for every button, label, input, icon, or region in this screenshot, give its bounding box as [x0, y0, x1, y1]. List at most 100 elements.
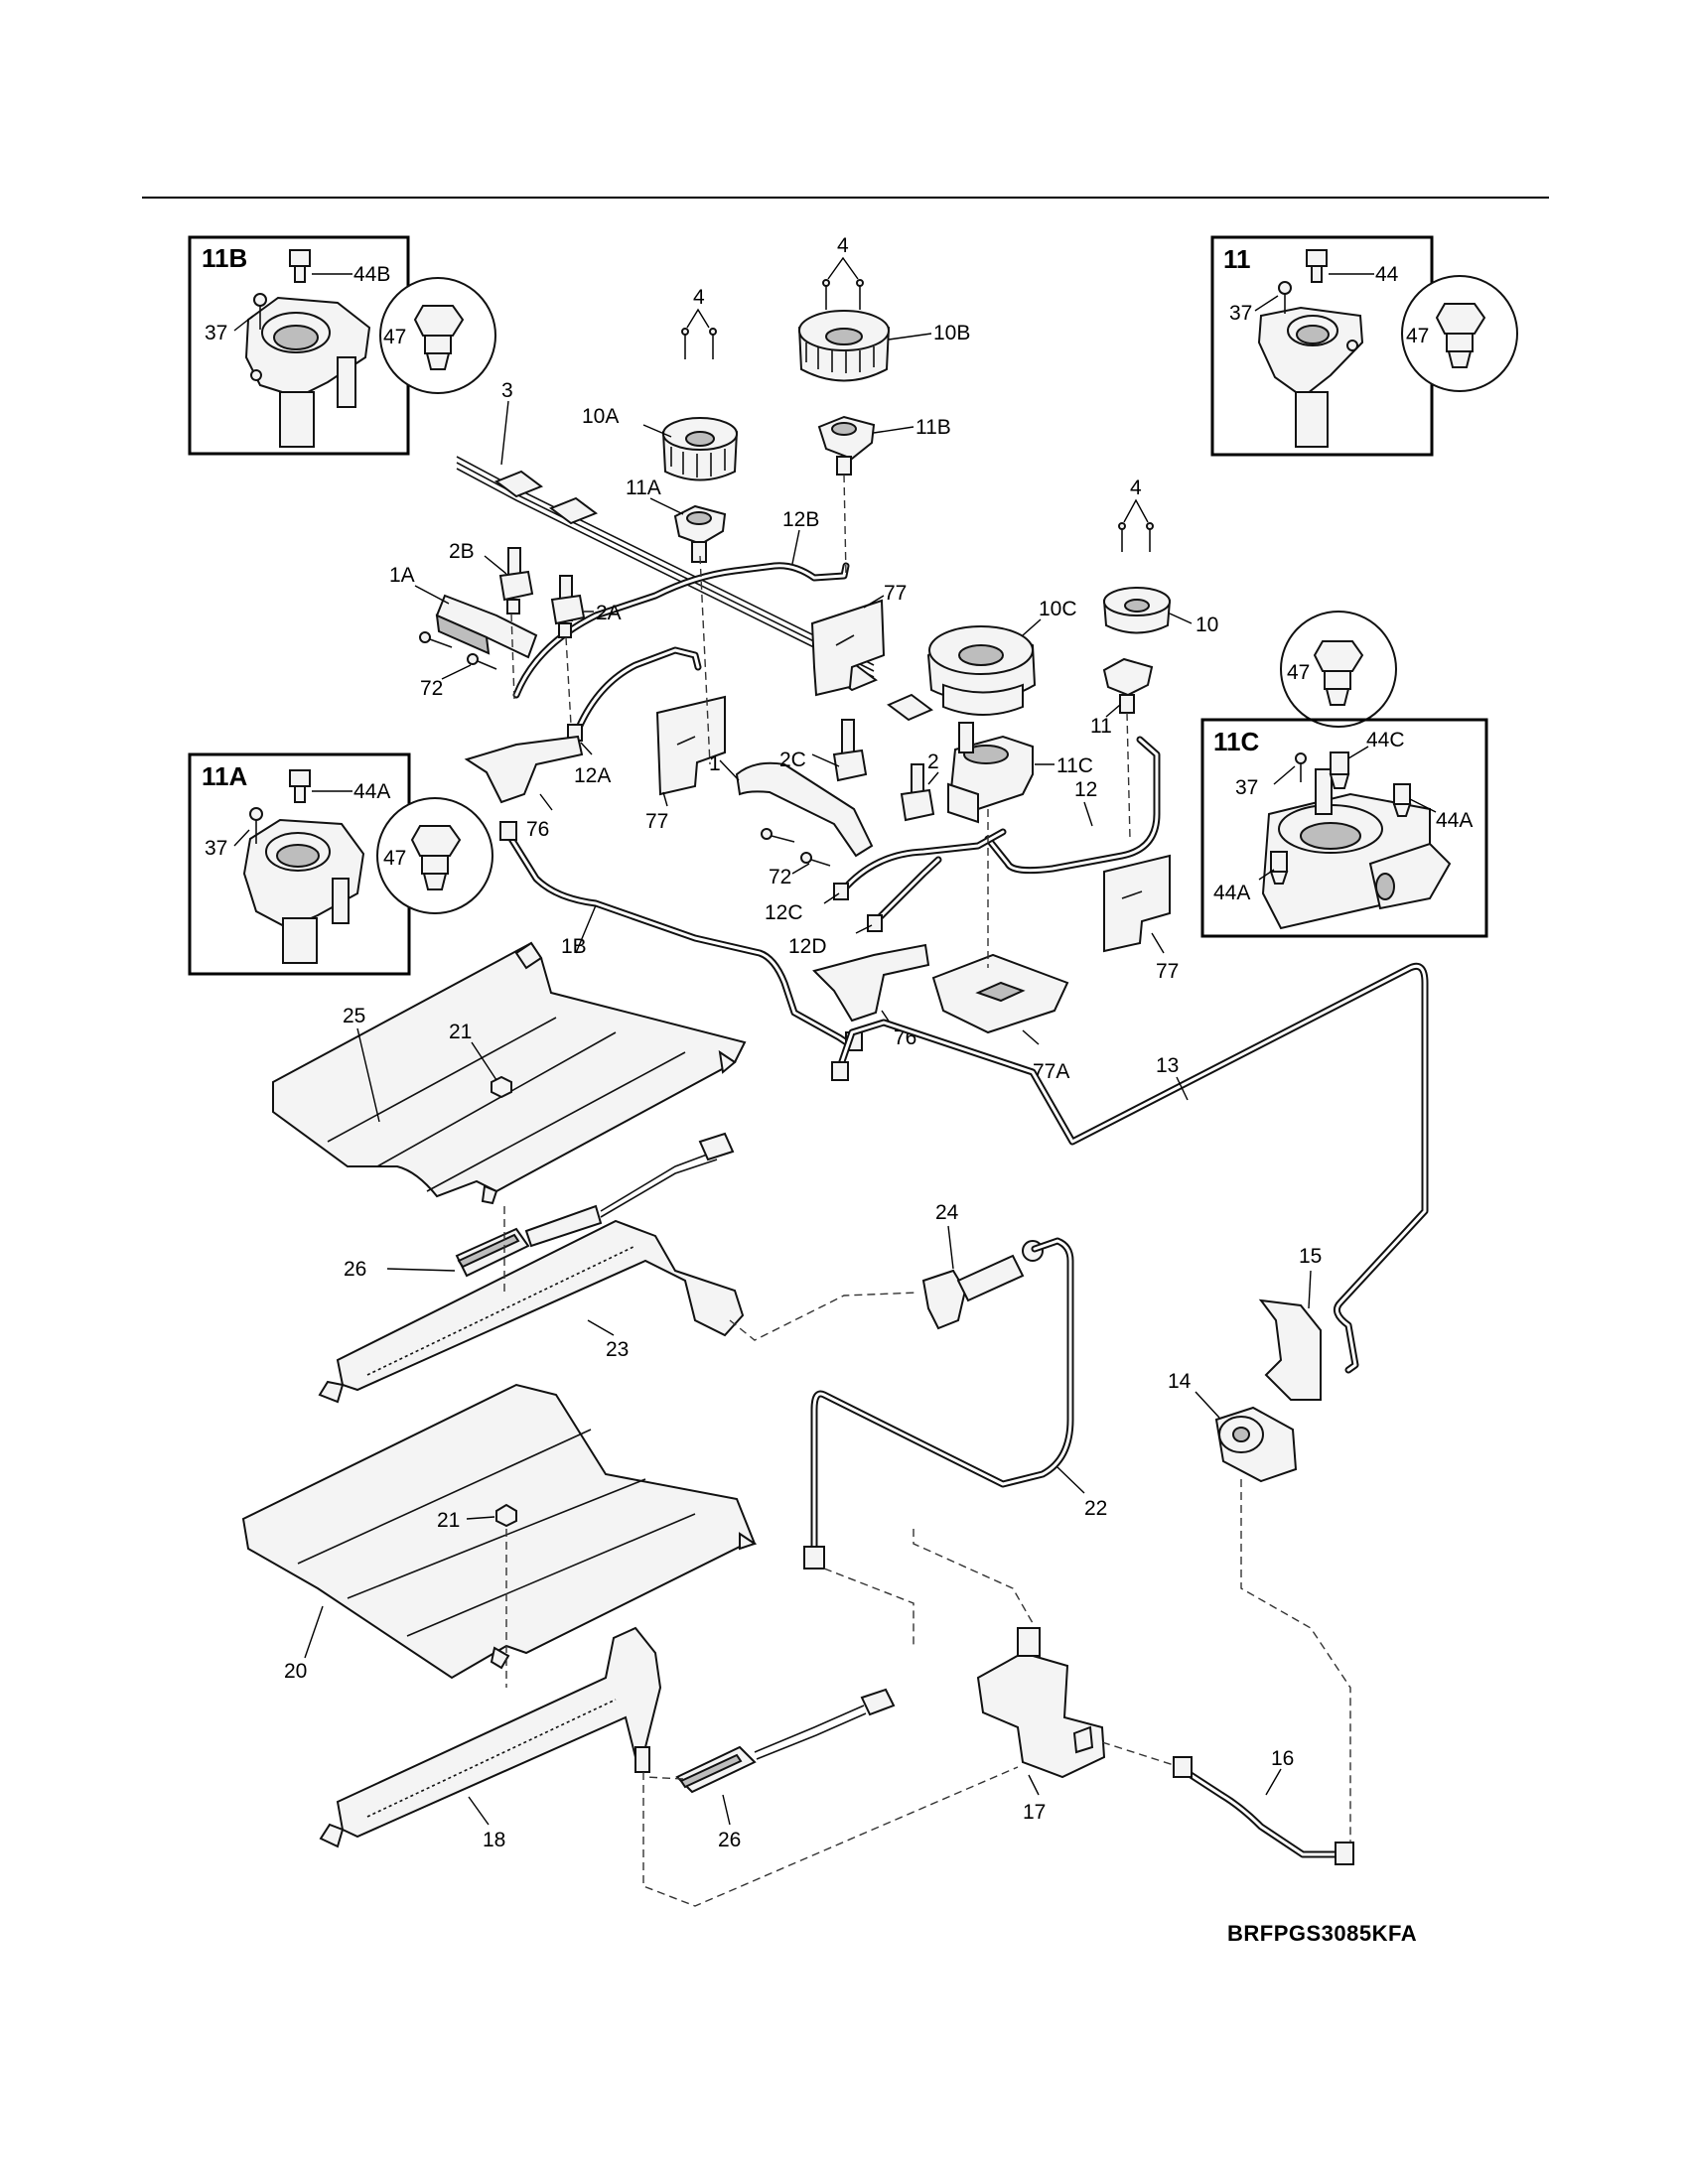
label-10b: 10B [933, 322, 970, 344]
valve-2 [900, 763, 935, 822]
label-44c: 44C [1366, 729, 1405, 751]
burner-23 [318, 1219, 745, 1404]
label-18: 18 [483, 1829, 505, 1851]
label-26-lower: 26 [718, 1829, 741, 1851]
label-37-11c: 37 [1235, 776, 1258, 799]
label-21-lower: 21 [437, 1509, 460, 1532]
label-12d: 12D [788, 935, 827, 958]
burner-base-11c [1261, 768, 1452, 930]
valve-2b [498, 547, 534, 614]
orifice-44a-upper [1392, 783, 1412, 817]
label-11c-main: 11C [1056, 754, 1093, 777]
label-20: 20 [284, 1660, 307, 1683]
label-77-right: 77 [1156, 960, 1179, 983]
burner-base-11b [244, 296, 371, 448]
screw-44 [1306, 249, 1328, 283]
label-37-11b: 37 [205, 322, 227, 344]
label-26-upper: 26 [344, 1258, 366, 1281]
screw-44a [289, 769, 311, 803]
ignitor-26-lower [675, 1688, 896, 1794]
bracket-15 [1258, 1298, 1322, 1401]
label-47-11: 47 [1406, 325, 1429, 347]
nut-21-lower [495, 1503, 517, 1528]
nut-21-upper [491, 1075, 512, 1099]
label-12: 12 [1074, 778, 1097, 801]
inset-11a-title: 11A [202, 761, 247, 791]
burner-tube-1 [735, 761, 874, 858]
label-47-11c: 47 [1287, 661, 1310, 684]
burner-head-10a [661, 417, 739, 481]
screw-44b [289, 249, 311, 283]
bracket-77a [931, 953, 1069, 1034]
label-44a-lower: 44A [1213, 882, 1250, 904]
orifice-47-11 [1435, 303, 1486, 368]
inset-11c-title: 11C [1213, 727, 1259, 756]
label-10c: 10C [1039, 598, 1077, 620]
label-1: 1 [709, 752, 721, 775]
label-11-main: 11 [1090, 715, 1112, 738]
label-25: 25 [343, 1005, 365, 1027]
label-12a: 12A [574, 764, 611, 787]
label-12b: 12B [782, 508, 819, 531]
label-17: 17 [1023, 1801, 1046, 1824]
label-47-11a: 47 [383, 847, 406, 870]
label-2c: 2C [779, 749, 806, 771]
inset-11-title: 11 [1223, 244, 1251, 274]
label-44-11: 44 [1375, 263, 1399, 286]
assembly-guide-lines [503, 474, 1351, 1907]
label-44b: 44B [353, 263, 390, 286]
label-77-middle: 77 [645, 810, 668, 833]
burner-head-10 [1102, 587, 1172, 634]
valve-2c [832, 719, 868, 782]
burner-18 [319, 1626, 662, 1848]
bracket-76-upper [464, 735, 584, 804]
burner-base-11 [1257, 306, 1364, 448]
tube-12c [833, 828, 1007, 900]
label-4-center: 4 [837, 234, 849, 257]
tube-22 [803, 1237, 1074, 1570]
burner-base-11a [242, 818, 365, 964]
label-24: 24 [935, 1201, 959, 1224]
inset-11c: 47 11C 44C 37 44A [1200, 611, 1488, 938]
label-2a: 2A [596, 602, 622, 624]
label-37-11a: 37 [205, 837, 227, 860]
orifice-44c [1329, 751, 1350, 789]
orifice-47-11b [413, 305, 465, 370]
inset-11: 11 44 37 47 [1210, 235, 1518, 457]
label-4-left: 4 [693, 286, 705, 309]
orifice-47-11a [410, 825, 462, 890]
inset-11b-title: 11B [202, 243, 247, 273]
bracket-77-top [810, 599, 886, 697]
label-11b-main: 11B [915, 416, 951, 439]
label-72-lower: 72 [769, 866, 791, 888]
label-2b: 2B [449, 540, 475, 563]
screw-37-11 [1278, 281, 1292, 314]
label-10: 10 [1196, 614, 1218, 636]
label-44a-11a: 44A [353, 780, 390, 803]
valve-2a [550, 575, 586, 638]
label-76-upper: 76 [526, 818, 549, 841]
label-1a: 1A [389, 564, 415, 587]
tube-16 [1173, 1756, 1354, 1865]
screw-37-11c [1295, 752, 1307, 782]
orifice-44a-lower [1269, 851, 1289, 885]
screw-37-11b [253, 293, 267, 330]
tube-12 [984, 736, 1161, 875]
inset-11b: 11B 44B 37 47 [188, 235, 496, 456]
pressure-regulator-14 [1214, 1406, 1298, 1483]
burner-base-11c-main [947, 722, 1034, 824]
burner-head-10b [797, 310, 891, 382]
tube-12b [512, 562, 850, 699]
burner-base-11a-main [673, 504, 727, 563]
heat-shield-25 [272, 941, 747, 1205]
screws-72-lower [761, 828, 831, 867]
burner-10c [926, 625, 1037, 716]
label-21-upper: 21 [449, 1021, 472, 1043]
label-4-right: 4 [1130, 477, 1142, 499]
bracket-77-right [1103, 854, 1171, 953]
diagram-code: BRFPGS3085KFA [1227, 1921, 1417, 1946]
burner-screws-4 [681, 279, 1154, 552]
bracket-77-middle [655, 695, 726, 796]
label-23: 23 [606, 1338, 629, 1361]
